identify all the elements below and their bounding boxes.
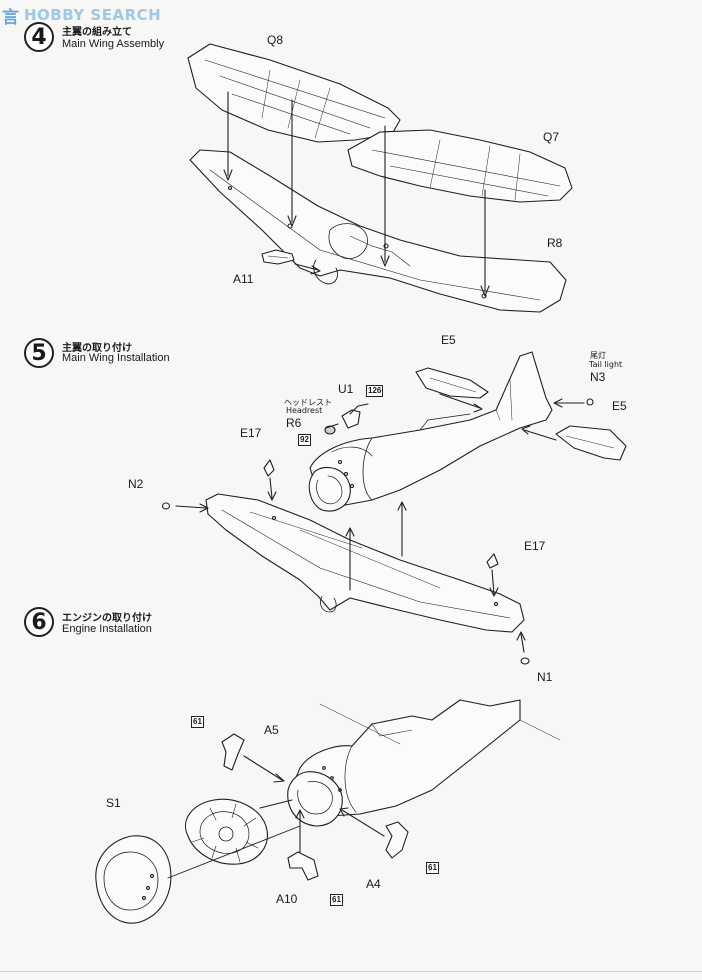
paint-ref-a4: 61 — [426, 862, 439, 874]
part-s1-drawing — [95, 835, 172, 924]
part-a11-drawing — [261, 249, 295, 265]
step-6-title-en: Engine Installation — [62, 623, 152, 635]
part-n3-drawing — [586, 398, 594, 406]
step-6-title-jp: エンジンの取り付け — [62, 613, 152, 624]
label-a5: A5 — [264, 723, 279, 737]
label-e17-left: E17 — [240, 426, 262, 440]
step-number-5: 5 — [24, 338, 54, 368]
label-a4: A4 — [366, 877, 381, 891]
label-q7: Q7 — [543, 130, 560, 144]
label-s1: S1 — [106, 796, 121, 810]
label-a10: A10 — [276, 892, 298, 906]
paint-ref-a10: 61 — [330, 894, 343, 906]
part-a10-drawing — [287, 851, 319, 881]
label-e5-right: E5 — [612, 399, 627, 413]
page-bottom-edge — [0, 971, 702, 980]
label-n2: N2 — [128, 477, 144, 491]
label-e17-right: E17 — [524, 539, 546, 553]
label-tail-light-en: Tail light — [589, 360, 623, 369]
engine-drawing — [185, 798, 268, 865]
part-a5-drawing — [221, 733, 245, 771]
part-q7-drawing — [347, 129, 573, 203]
step-number-4: 4 — [24, 22, 54, 52]
step-4-title-jp: 主翼の組み立て — [62, 27, 132, 38]
label-n1: N1 — [537, 670, 553, 684]
part-q8-drawing — [187, 43, 401, 143]
label-q8: Q8 — [267, 33, 284, 47]
label-r6-part: R6 — [286, 416, 302, 430]
label-headrest-en: Headrest — [286, 406, 323, 415]
step-number-6: 6 — [24, 607, 54, 637]
part-a4-drawing — [385, 821, 409, 859]
step-5-title-jp: 主翼の取り付け — [62, 343, 132, 354]
part-u1-drawing — [341, 409, 361, 429]
part-e5-top-drawing — [415, 367, 489, 399]
part-e17-left-drawing — [263, 459, 275, 477]
fuselage-drawing — [308, 351, 553, 512]
step-5-title-en: Main Wing Installation — [62, 352, 170, 364]
watermark: 言 HOBBY SEARCH — [2, 4, 162, 28]
part-n2-drawing — [161, 502, 171, 510]
watermark-brand: HOBBY SEARCH — [24, 6, 162, 24]
paint-ref-u1: 126 — [366, 385, 384, 397]
main-wing-drawing — [205, 493, 525, 633]
paint-ref-a5: 61 — [191, 716, 204, 728]
label-u1: U1 — [338, 382, 354, 396]
part-r8-drawing — [189, 149, 567, 313]
paint-ref-r6: 92 — [298, 434, 311, 446]
label-r8: R8 — [547, 236, 563, 250]
step5-arrows — [175, 393, 585, 653]
part-e17-right-drawing — [486, 553, 499, 569]
label-tail-light-jp: 尾灯 — [590, 351, 606, 360]
step6-arrows — [167, 755, 385, 879]
label-e5-top: E5 — [441, 333, 456, 347]
watermark-cn: 言 — [2, 7, 20, 28]
part-n1-drawing — [520, 657, 530, 665]
step-4-title-en: Main Wing Assembly — [62, 38, 165, 50]
part-e5-right-drawing — [555, 425, 627, 461]
step4-arrows — [223, 91, 490, 297]
label-a11: A11 — [233, 272, 254, 286]
label-headrest-jp: ヘッドレスト — [284, 398, 332, 407]
label-n3: N3 — [590, 370, 606, 384]
fuselage-front-drawing — [287, 699, 561, 827]
